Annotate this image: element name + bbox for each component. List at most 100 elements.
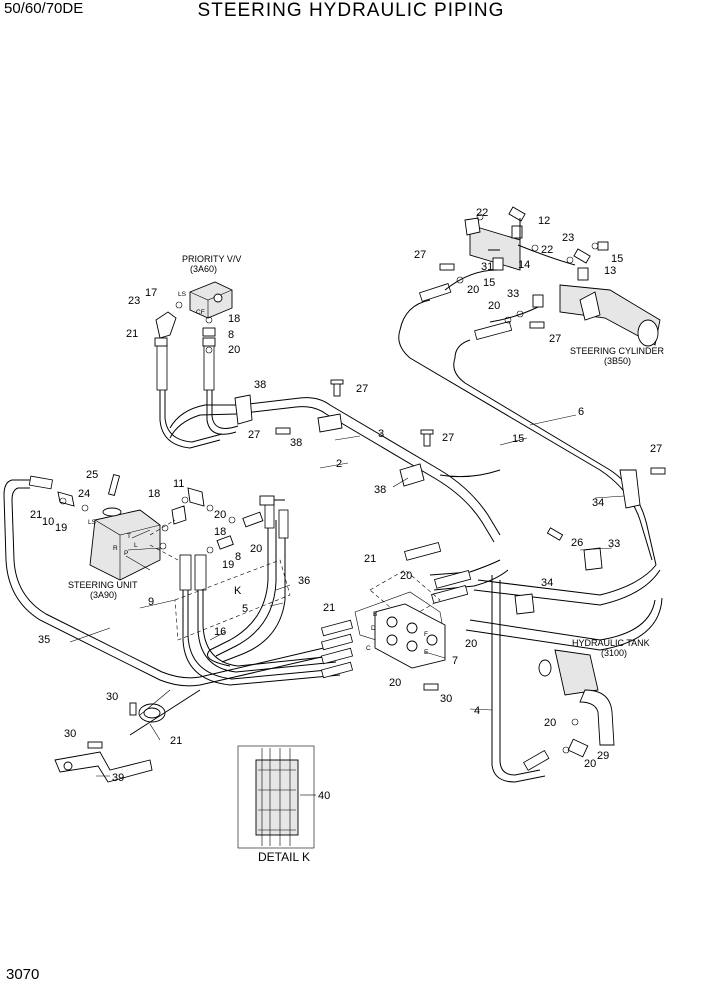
hose-sections bbox=[28, 283, 550, 771]
hydraulic-tank-body bbox=[538, 649, 615, 758]
svg-text:LS: LS bbox=[178, 291, 187, 298]
svg-text:C: C bbox=[366, 645, 371, 652]
callout: 21 bbox=[30, 509, 42, 521]
priority-valve-code: (3A60) bbox=[190, 264, 217, 274]
component-captions: PRIORITY V/V (3A60) STEERING UNIT (3A90)… bbox=[68, 254, 665, 864]
callout: 20 bbox=[467, 284, 479, 296]
steering-unit-code: (3A90) bbox=[90, 590, 117, 600]
callout: 15 bbox=[483, 277, 495, 289]
callout: 20 bbox=[389, 677, 401, 689]
callout: 27 bbox=[414, 249, 426, 261]
callout: 20 bbox=[250, 543, 262, 555]
detail-k-box bbox=[237, 745, 315, 849]
callout: 20 bbox=[584, 758, 596, 770]
steel-tube-bundle bbox=[169, 299, 663, 783]
priority-valve-name: PRIORITY V/V bbox=[182, 254, 241, 264]
hydraulic-tank-code: (3100) bbox=[601, 648, 627, 658]
callout: 16 bbox=[214, 626, 226, 638]
page-number: 3070 bbox=[6, 966, 40, 983]
callout: 5 bbox=[242, 603, 248, 615]
callout: 20 bbox=[544, 717, 556, 729]
hydraulic-tank-name: HYDRAULIC TANK bbox=[572, 638, 650, 648]
callout: 20 bbox=[400, 570, 412, 582]
callout: 22 bbox=[541, 244, 553, 256]
callout: 20 bbox=[228, 344, 240, 356]
callout: 11 bbox=[173, 478, 184, 490]
svg-text:LS: LS bbox=[88, 519, 97, 526]
callout: 34 bbox=[541, 577, 553, 589]
callout: 21 bbox=[364, 553, 376, 565]
callout: 33 bbox=[507, 288, 519, 300]
callout: 18 bbox=[228, 313, 240, 325]
model-number: 50/60/70DE bbox=[4, 0, 84, 17]
clamps bbox=[234, 394, 641, 615]
callout: 27 bbox=[442, 432, 454, 444]
callout: 8 bbox=[235, 551, 241, 563]
manifold-block: B D C F E bbox=[366, 603, 446, 669]
steering-cylinder-name: STEERING CYLINDER bbox=[570, 346, 665, 356]
callout: 40 bbox=[318, 790, 330, 802]
callout: 4 bbox=[474, 705, 480, 717]
callout: 38 bbox=[290, 437, 302, 449]
callout: 27 bbox=[650, 443, 662, 455]
priority-valve-body: LS CF bbox=[154, 281, 233, 354]
svg-text:F: F bbox=[424, 631, 428, 638]
callout: 2 bbox=[336, 458, 342, 470]
callout: 10 bbox=[42, 516, 54, 528]
svg-text:P: P bbox=[124, 550, 128, 557]
callout: 34 bbox=[592, 497, 604, 509]
bracket-assembly bbox=[54, 689, 201, 783]
callout: 21 bbox=[170, 735, 182, 747]
cap-k: K bbox=[234, 585, 242, 597]
steering-unit-body: T R L P LS bbox=[57, 487, 275, 581]
callout: 8 bbox=[228, 329, 234, 341]
callout: 12 bbox=[538, 215, 550, 227]
callout: 24 bbox=[78, 488, 90, 500]
callout: 15 bbox=[611, 253, 623, 265]
svg-text:B: B bbox=[373, 611, 377, 618]
steering-cylinder-body bbox=[444, 206, 661, 347]
steering-cylinder-code: (3B50) bbox=[604, 356, 631, 366]
callout: 13 bbox=[604, 265, 616, 277]
callout: 23 bbox=[128, 295, 140, 307]
priority-hoses bbox=[159, 360, 239, 449]
callout: 21 bbox=[126, 328, 138, 340]
callout: 36 bbox=[298, 575, 310, 587]
callout: 23 bbox=[562, 232, 574, 244]
svg-text:L: L bbox=[134, 542, 138, 549]
callout: 6 bbox=[578, 406, 584, 418]
callout: 20 bbox=[488, 300, 500, 312]
callout: 38 bbox=[254, 379, 266, 391]
callout: 17 bbox=[145, 287, 157, 299]
svg-text:T: T bbox=[127, 533, 131, 540]
callout: 20 bbox=[214, 509, 226, 521]
callout: 30 bbox=[106, 691, 118, 703]
callout: 30 bbox=[440, 693, 452, 705]
callout-labels: 17 23 18 8 20 21 38 27 27 38 3 27 2 38 2… bbox=[30, 207, 662, 802]
callout: 14 bbox=[518, 259, 530, 271]
callout: 35 bbox=[38, 634, 50, 646]
bolts-27 bbox=[87, 263, 666, 749]
steering-unit-name: STEERING UNIT bbox=[68, 580, 138, 590]
callout: 3 bbox=[378, 428, 384, 440]
callout: 19 bbox=[55, 522, 67, 534]
callout: 7 bbox=[452, 655, 458, 667]
callout: 27 bbox=[248, 429, 260, 441]
callout: 29 bbox=[597, 750, 609, 762]
callout: 25 bbox=[86, 469, 98, 481]
callout: 15 bbox=[512, 433, 524, 445]
callout: 18 bbox=[214, 526, 226, 538]
callout: 26 bbox=[571, 537, 583, 549]
callout: 22 bbox=[476, 207, 488, 219]
page-title: STEERING HYDRAULIC PIPING bbox=[197, 0, 505, 21]
callout: 27 bbox=[549, 333, 561, 345]
callout: 30 bbox=[64, 728, 76, 740]
leader-lines bbox=[69, 414, 625, 796]
callout: 19 bbox=[222, 559, 234, 571]
svg-text:R: R bbox=[113, 545, 118, 552]
callout: 33 bbox=[608, 538, 620, 550]
callout: 9 bbox=[148, 596, 154, 608]
return-tube-36 bbox=[3, 479, 331, 687]
hose-bundle-left bbox=[182, 499, 341, 686]
